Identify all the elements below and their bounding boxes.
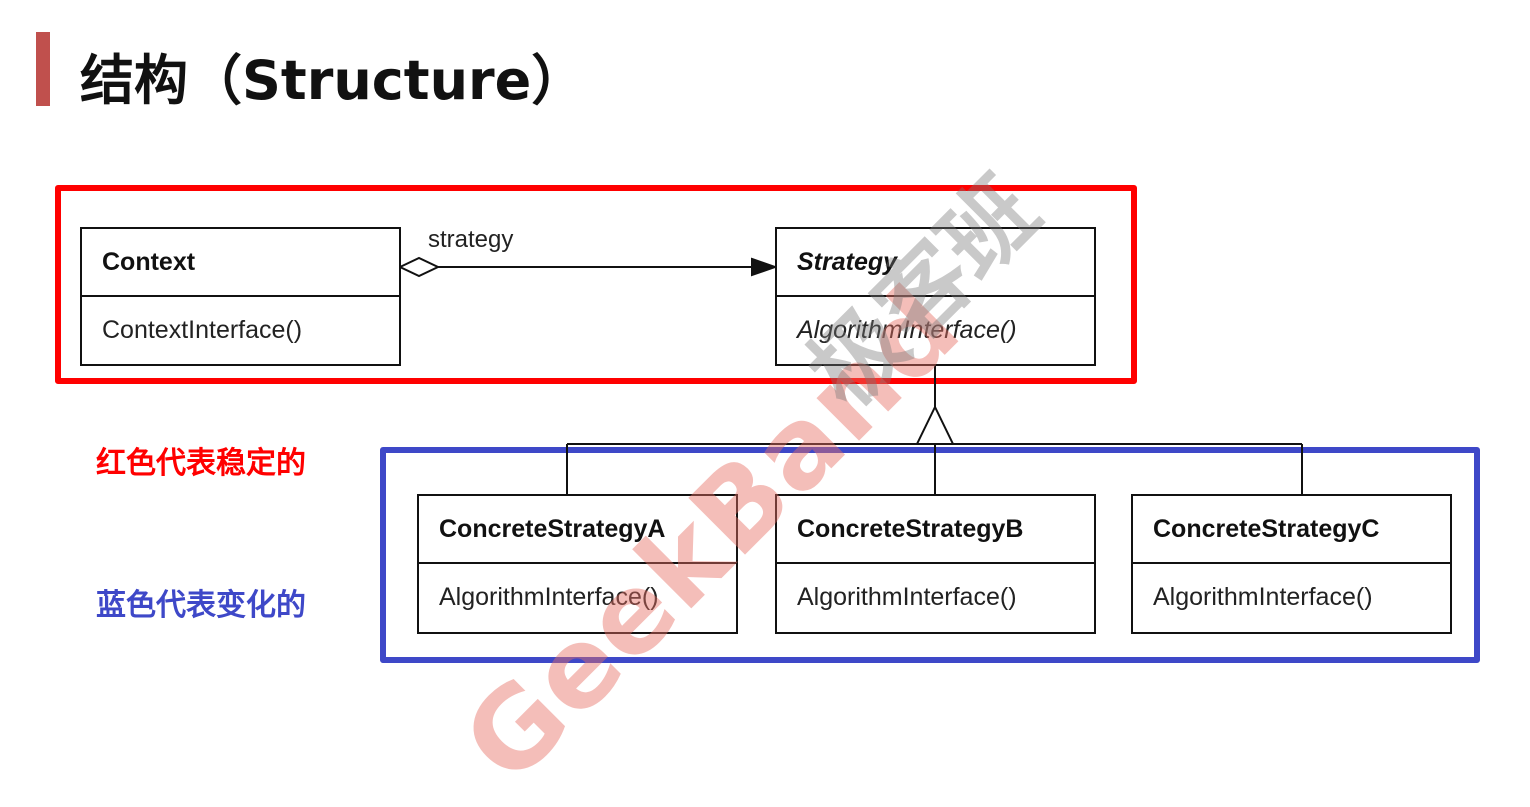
legend-stable: 红色代表稳定的 bbox=[96, 446, 306, 481]
concrete-strategy-b-operation: AlgorithmInterface() bbox=[797, 582, 1017, 611]
strategy-class-name: Strategy bbox=[777, 229, 1094, 297]
concrete-strategy-a-class: ConcreteStrategyA AlgorithmInterface() bbox=[417, 494, 738, 634]
stable-region bbox=[55, 185, 1137, 384]
context-class: Context ContextInterface() bbox=[80, 227, 401, 366]
changing-region bbox=[380, 447, 1480, 663]
uml-connectors bbox=[397, 256, 1303, 495]
association-arrowhead bbox=[751, 257, 779, 277]
context-class-name: Context bbox=[82, 229, 399, 297]
slide-title: 结构（Structure） bbox=[80, 49, 586, 112]
concrete-strategy-c-operation: AlgorithmInterface() bbox=[1153, 582, 1373, 611]
aggregation-diamond bbox=[397, 256, 441, 278]
context-class-operation: ContextInterface() bbox=[102, 315, 303, 344]
title-accent-bar bbox=[36, 32, 50, 106]
concrete-strategy-b-class: ConcreteStrategyB AlgorithmInterface() bbox=[775, 494, 1096, 634]
concrete-strategy-a-name: ConcreteStrategyA bbox=[419, 496, 736, 564]
concrete-strategy-c-class: ConcreteStrategyC AlgorithmInterface() bbox=[1131, 494, 1452, 634]
concrete-strategy-b-name: ConcreteStrategyB bbox=[777, 496, 1094, 564]
concrete-strategy-c-name: ConcreteStrategyC bbox=[1133, 496, 1450, 564]
association-label: strategy bbox=[428, 226, 514, 253]
concrete-strategy-a-operation: AlgorithmInterface() bbox=[439, 582, 659, 611]
strategy-class: Strategy AlgorithmInterface() bbox=[775, 227, 1096, 366]
legend-changing: 蓝色代表变化的 bbox=[96, 588, 306, 623]
strategy-class-operation: AlgorithmInterface() bbox=[797, 315, 1017, 344]
